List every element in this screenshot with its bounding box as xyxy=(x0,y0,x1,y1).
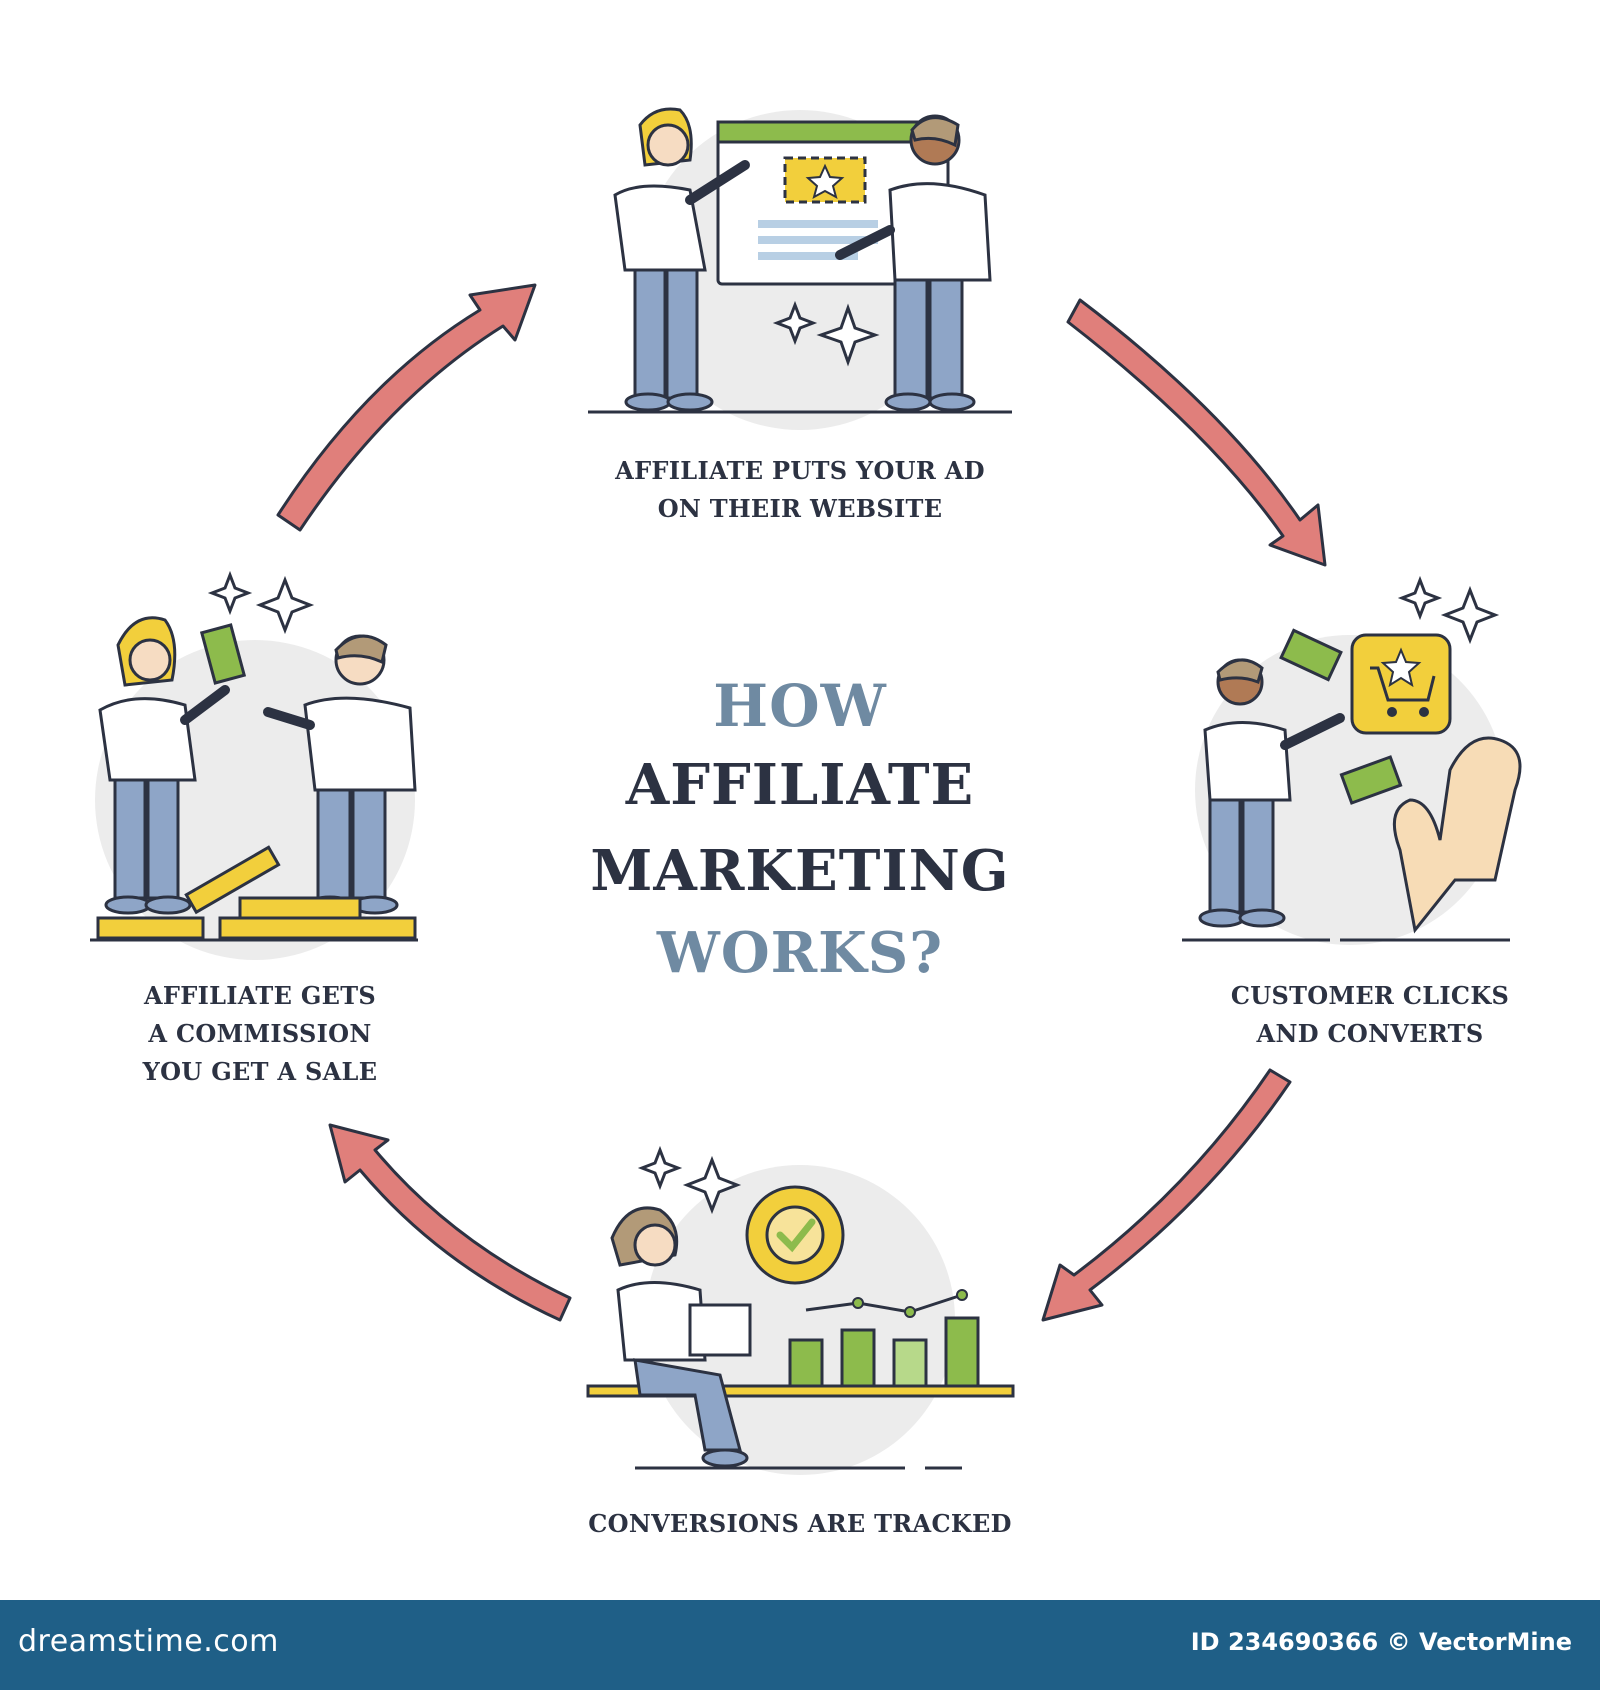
title-works: WORKS? xyxy=(656,920,944,986)
sparkle-icon xyxy=(207,570,315,635)
stock-footer-bar: dreamstime.com ID 234690366 © VectorMine xyxy=(0,1600,1600,1690)
desk-shelf xyxy=(586,1384,1015,1398)
cycle-arrow-bottom-left xyxy=(328,1123,572,1322)
cycle-arrow-bottom-right xyxy=(1041,1068,1292,1322)
caption-line: AFFILIATE GETS xyxy=(143,981,377,1010)
infographic: HOW AFFILIATE MARKETING WORKS? AFFILIATE… xyxy=(60,107,1570,1543)
bar-chart-icon xyxy=(788,1289,980,1388)
image-id-credit: ID 234690366 © VectorMine xyxy=(1190,1628,1572,1656)
step-3-illustration xyxy=(586,1145,1015,1475)
caption-line: AND CONVERTS xyxy=(1256,1019,1484,1048)
step-2-illustration xyxy=(1182,575,1522,945)
caption-line: YOU GET A SALE xyxy=(142,1057,378,1086)
step-3-caption: CONVERSIONS ARE TRACKED xyxy=(520,1505,1080,1543)
step-4-illustration xyxy=(90,570,418,960)
analyst-figure xyxy=(610,1206,752,1468)
step-1-illustration xyxy=(588,107,1012,430)
affiliate-woman-figure xyxy=(613,107,750,412)
gold-coins-icon xyxy=(96,845,417,940)
title-how: HOW xyxy=(713,672,887,740)
step-4-caption: AFFILIATE GETS A COMMISSION YOU GET A SA… xyxy=(60,977,460,1091)
stock-site-link[interactable]: dreamstime.com xyxy=(18,1624,279,1659)
illustration-layer xyxy=(90,107,1522,1475)
gear-check-icon xyxy=(745,1185,845,1285)
title-affiliate: AFFILIATE xyxy=(625,752,975,818)
step-1-caption: AFFILIATE PUTS YOUR AD ON THEIR WEBSITE xyxy=(560,452,1040,528)
caption-line: CONVERSIONS ARE TRACKED xyxy=(588,1509,1012,1538)
caption-line: ON THEIR WEBSITE xyxy=(657,494,943,523)
caption-line: CUSTOMER CLICKS xyxy=(1230,981,1510,1010)
caption-line: A COMMISSION xyxy=(148,1019,372,1048)
woman-with-money-figure xyxy=(98,616,247,915)
sparkle-icon xyxy=(772,300,880,367)
man-thumbs-up-figure xyxy=(263,634,417,915)
pointing-hand-icon xyxy=(1392,736,1522,934)
shopping-cart-app-icon xyxy=(1350,633,1452,735)
customer-figure xyxy=(1198,658,1345,928)
step-2-caption: CUSTOMER CLICKS AND CONVERTS xyxy=(1170,977,1570,1053)
title-marketing: MARKETING xyxy=(590,838,1010,904)
sparkle-icon xyxy=(637,1145,742,1215)
cycle-arrow-top-right xyxy=(1066,298,1327,567)
cash-bill-icon xyxy=(1279,628,1403,805)
cycle-arrow-top-left xyxy=(276,283,537,532)
caption-line: AFFILIATE PUTS YOUR AD xyxy=(615,456,985,485)
sparkle-icon xyxy=(1397,575,1500,645)
business-man-figure xyxy=(835,114,992,412)
